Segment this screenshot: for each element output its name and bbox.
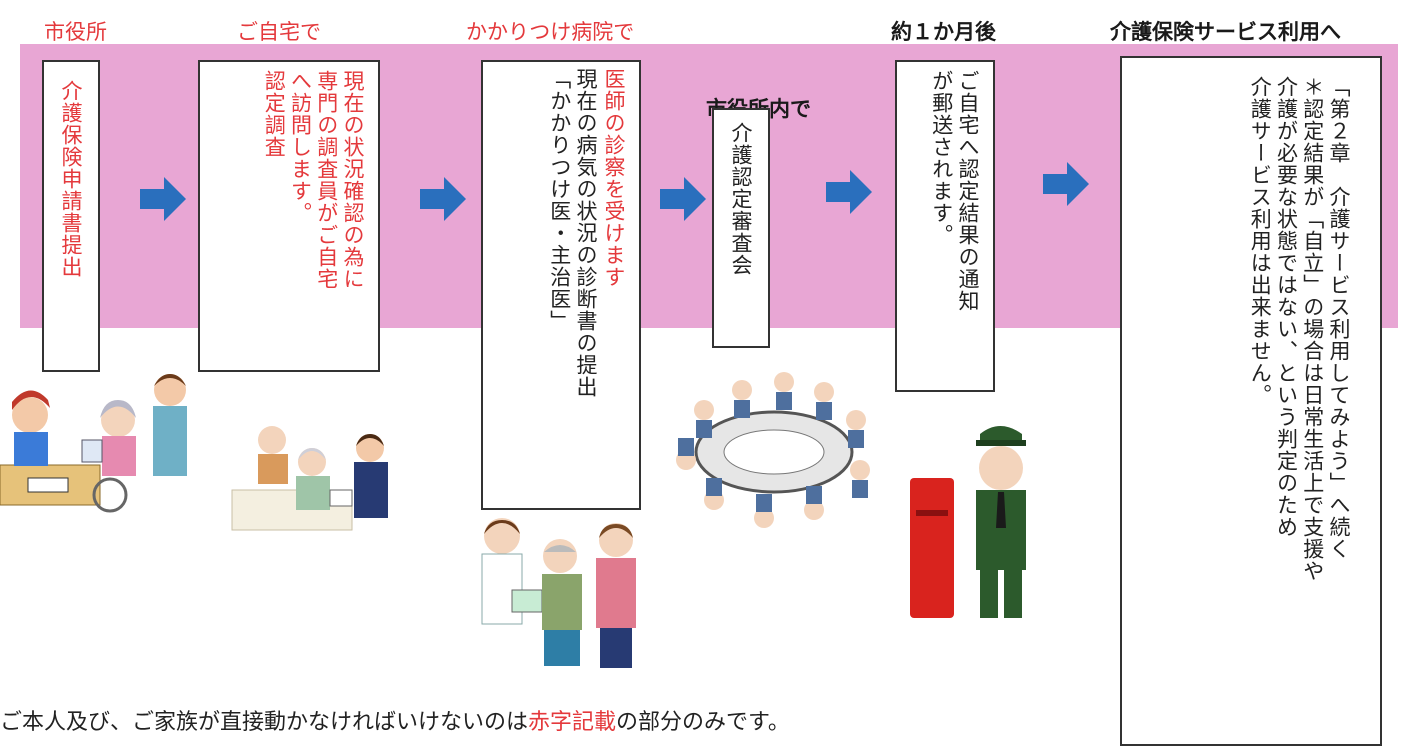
step-3-text: 現在の病気の状況の診断書の提出 「かかりつけ医・主治医」 — [547, 68, 598, 398]
arrow-right-icon — [420, 177, 466, 221]
footer-note: ご本人及び、ご家族が直接動かなければいけないのは赤字記載の部分のみです。 — [0, 712, 790, 734]
footer-text: ご本人及び、ご家族が直接動かなければいけないのは — [0, 710, 529, 735]
step-6-box: 「第２章 介護サービス利用してみよう」へ続く ＊認定結果が「自立」の場合は日常生… — [1120, 56, 1382, 746]
arrow-right-icon — [140, 177, 186, 221]
step-2-box: 現在の状況確認の為に 専門の調査員がご自宅 へ訪問します。 認定調査 — [198, 60, 380, 372]
step-2-heading: ご自宅で — [237, 20, 321, 44]
committee-meeting-illustration — [676, 372, 870, 528]
step-6-heading: 介護保険サービス利用へ — [1110, 20, 1341, 44]
step-3-box: 医師の診察を受けます 現在の病気の状況の診断書の提出 「かかりつけ医・主治医」 — [481, 60, 641, 510]
step-3-heading: かかりつけ病院で — [466, 20, 635, 44]
arrow-right-icon — [826, 170, 872, 214]
step-5-heading: 約１か月後 — [891, 20, 996, 44]
step-1-box: 介護保険申請書提出 — [42, 60, 100, 372]
step-2-text: 現在の状況確認の為に 専門の調査員がご自宅 へ訪問します。 認定調査 — [262, 70, 365, 290]
postman-illustration — [910, 426, 1026, 618]
home-visit-illustration — [231, 426, 388, 531]
step-1-text: 介護保険申請書提出 — [59, 80, 83, 278]
office-counter-illustration — [0, 374, 187, 513]
footer-text-end: の部分のみです。 — [616, 710, 790, 735]
hospital-illustration — [481, 518, 636, 668]
step-6-text: 「第２章 介護サービス利用してみよう」へ続く ＊認定結果が「自立」の場合は日常生… — [1248, 76, 1351, 582]
footer-highlight: 赤字記載 — [528, 710, 617, 735]
step-5-box: ご自宅へ認定結果の通知 が郵送されます。 — [895, 60, 995, 392]
arrow-right-icon — [660, 177, 706, 221]
arrow-right-icon — [1043, 162, 1089, 206]
step-1-heading: 市役所 — [44, 20, 107, 44]
step-4-text: 介護認定審査会 — [729, 122, 753, 276]
step-4-box: 介護認定審査会 — [712, 108, 770, 348]
step-3-text-red: 医師の診察を受けます — [602, 68, 626, 288]
step-5-text: ご自宅へ認定結果の通知 が郵送されます。 — [929, 70, 980, 312]
